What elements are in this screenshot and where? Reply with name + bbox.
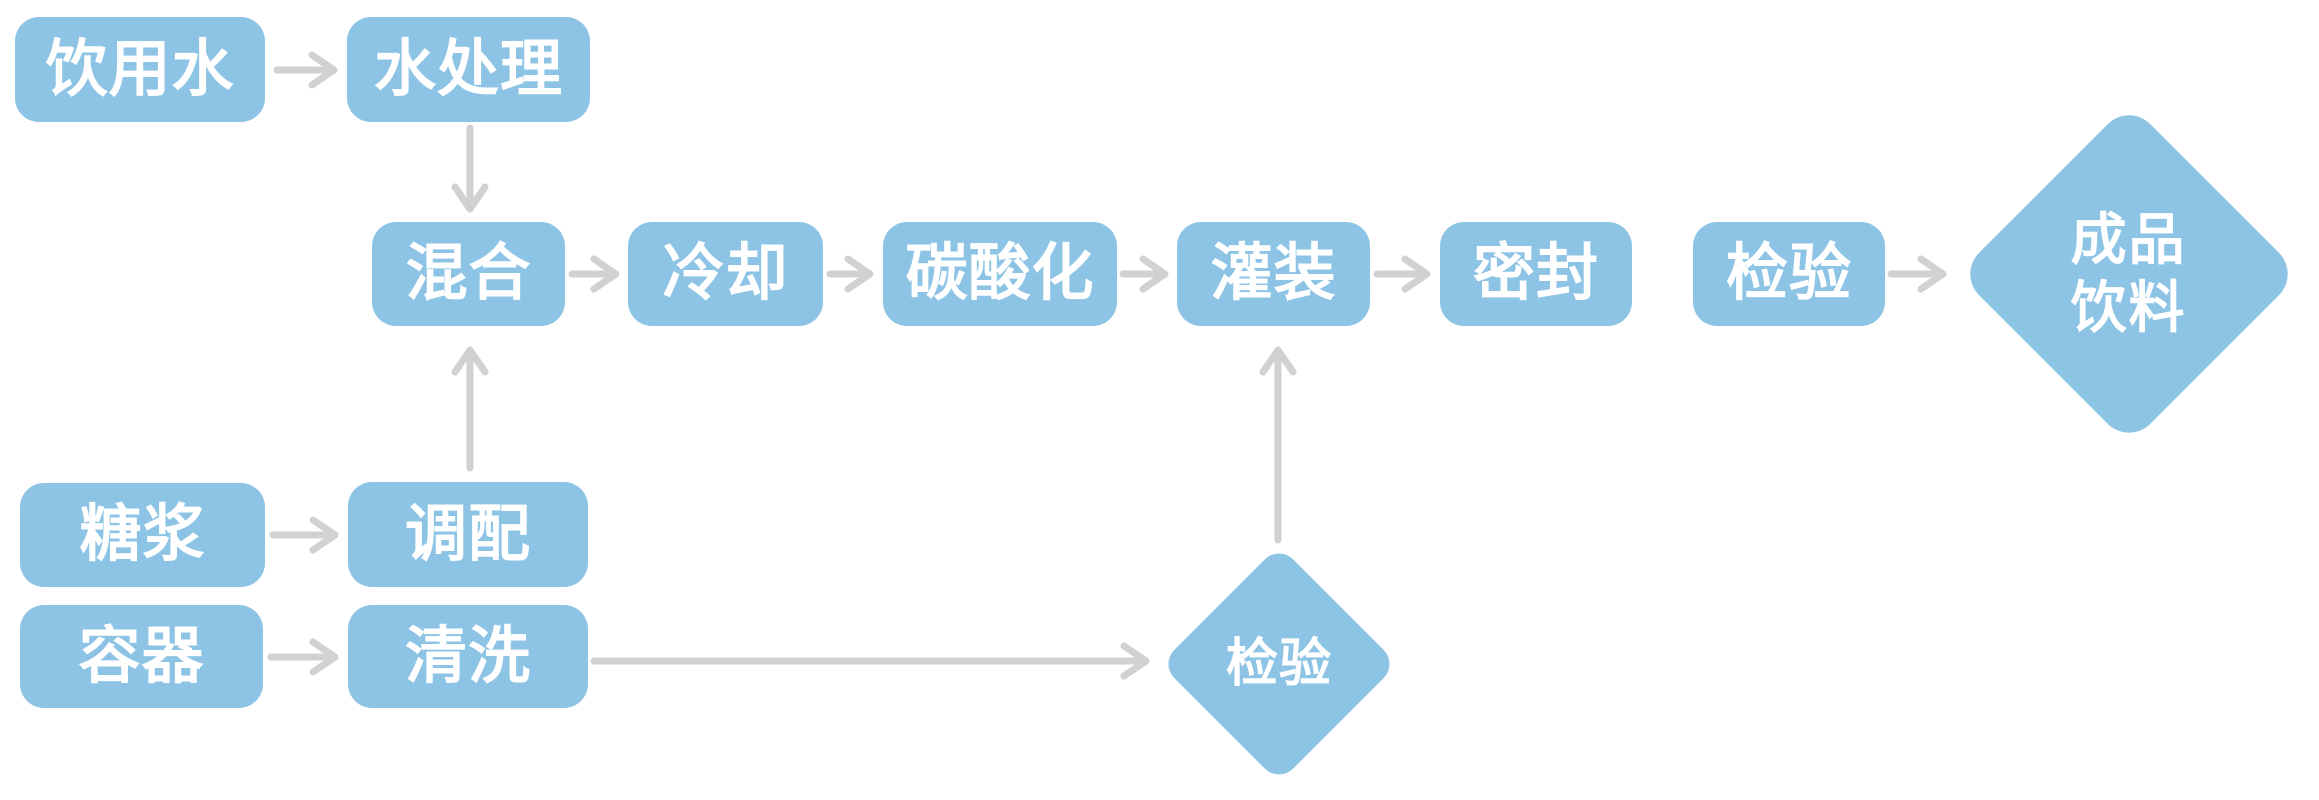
node-inspection-final: 检验 xyxy=(1693,222,1885,326)
node-filling: 灌装 xyxy=(1177,222,1370,326)
node-water-treatment-label: 水处理 xyxy=(373,34,563,104)
node-inspection-container-label: 检验 xyxy=(1225,635,1332,693)
node-drinking-water: 饮用水 xyxy=(15,17,265,122)
node-sealing-label: 密封 xyxy=(1472,239,1599,308)
node-syrup-label: 糖浆 xyxy=(79,500,206,569)
node-sealing: 密封 xyxy=(1440,222,1632,326)
node-cooling-label: 冷却 xyxy=(662,239,789,308)
node-water-treatment: 水处理 xyxy=(347,17,590,122)
node-container: 容器 xyxy=(20,605,263,708)
node-carbonation-label: 碳酸化 xyxy=(905,239,1095,308)
node-finished-beverage-label: 成品 饮料 xyxy=(2070,208,2187,339)
node-finished-beverage: 成品 饮料 xyxy=(1957,102,2300,445)
node-syrup: 糖浆 xyxy=(20,483,265,587)
node-cooling: 冷却 xyxy=(628,222,823,326)
node-blending-label: 调配 xyxy=(404,499,531,569)
node-drinking-water-label: 饮用水 xyxy=(45,34,235,104)
node-mixing-label: 混合 xyxy=(405,239,532,308)
node-mixing: 混合 xyxy=(372,222,565,326)
node-blending: 调配 xyxy=(348,482,588,587)
node-inspection-container: 检验 xyxy=(1160,545,1398,783)
node-carbonation: 碳酸化 xyxy=(883,222,1117,326)
node-inspection-final-label: 检验 xyxy=(1725,239,1852,308)
node-washing-label: 清洗 xyxy=(404,621,531,691)
node-washing: 清洗 xyxy=(348,605,588,708)
node-filling-label: 灌装 xyxy=(1210,239,1337,308)
node-container-label: 容器 xyxy=(78,621,205,691)
